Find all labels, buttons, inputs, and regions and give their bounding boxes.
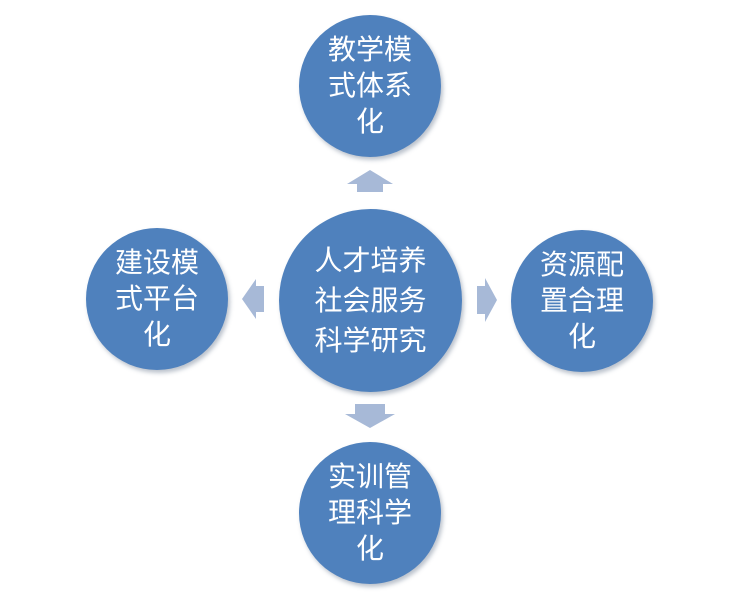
arrow-left <box>242 279 264 319</box>
left-node: 建设模式平台化 <box>86 228 228 370</box>
arrow-right <box>477 278 497 322</box>
bottom-node-label: 实训管理科学化 <box>327 460 412 565</box>
right-node-label: 资源配置合理化 <box>539 248 624 353</box>
center-node: 人才培养 社会服务 科学研究 <box>279 209 462 392</box>
arrow-up <box>347 170 393 192</box>
top-node: 教学模式体系化 <box>299 15 441 157</box>
center-line-1: 人才培养 <box>314 243 427 277</box>
center-line-3: 科学研究 <box>314 323 427 357</box>
left-node-label: 建设模式平台化 <box>114 246 199 351</box>
center-node-label: 人才培养 社会服务 科学研究 <box>314 241 426 361</box>
right-node: 资源配置合理化 <box>511 230 653 372</box>
center-line-2: 社会服务 <box>314 283 427 317</box>
top-node-label: 教学模式体系化 <box>327 33 412 138</box>
bottom-node: 实训管理科学化 <box>299 442 441 584</box>
arrow-down <box>345 404 395 428</box>
